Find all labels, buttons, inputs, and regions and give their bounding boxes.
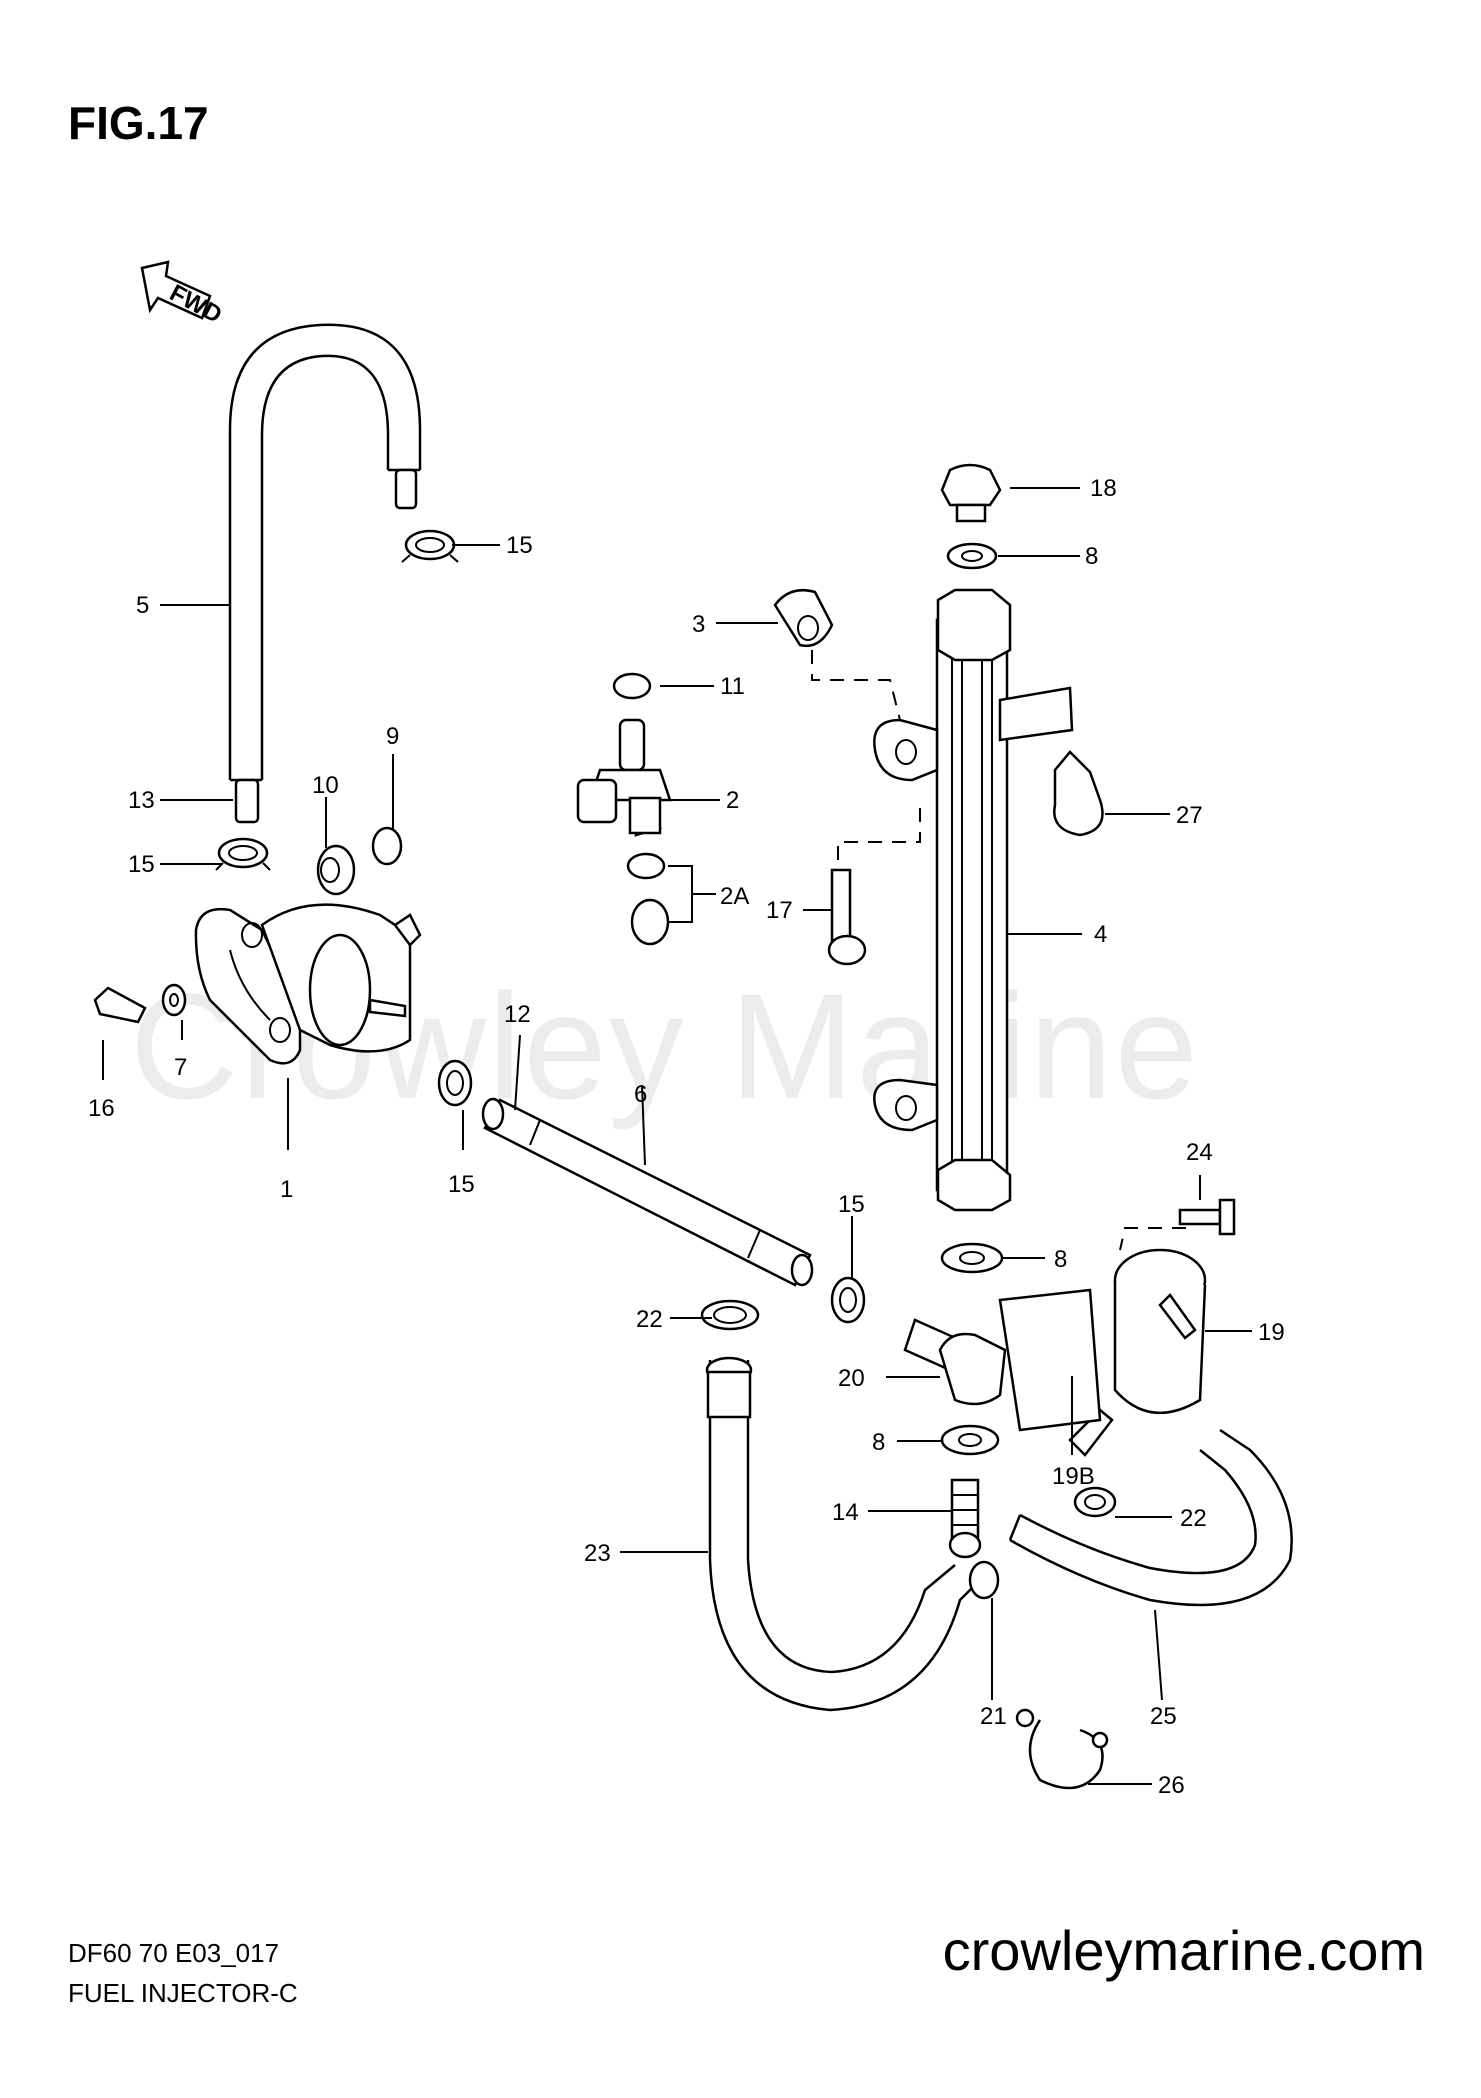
hose-clip-22a [700, 1299, 760, 1331]
dashed-guide-3 [811, 650, 901, 721]
diagram-code: DF60 70 E03_017 [68, 1938, 280, 1968]
cap-9 [371, 826, 403, 866]
callout-27: 27 [1176, 802, 1203, 829]
bolt-16 [93, 986, 147, 1024]
grommet-10 [316, 844, 356, 896]
leader-lines [102, 487, 1252, 1785]
callout-19: 19 [1258, 1319, 1285, 1346]
diagram-name: FUEL INJECTOR-C [68, 1978, 298, 2008]
callout-8-middle: 8 [1054, 1246, 1067, 1273]
washer-7 [161, 983, 187, 1017]
callout-20: 20 [838, 1365, 865, 1392]
callout-2: 2 [726, 787, 739, 814]
callout-9: 9 [386, 723, 399, 750]
pressure-regulator-19 [1068, 1248, 1207, 1457]
callout-4: 4 [1094, 921, 1107, 948]
callout-19b: 19B [1052, 1463, 1095, 1490]
callout-1: 1 [280, 1176, 293, 1203]
callout-15-middle: 15 [448, 1171, 475, 1198]
callout-21: 21 [980, 1703, 1007, 1730]
hose-clip-15a [401, 529, 459, 563]
hose-clip-22b [1073, 1486, 1117, 1518]
callout-26: 26 [1158, 1772, 1185, 1799]
callout-8-bottom: 8 [872, 1429, 885, 1456]
callout-10: 10 [312, 772, 339, 799]
clamp-27 [1053, 750, 1104, 837]
fwd-label: FWD [165, 279, 226, 328]
callout-23: 23 [584, 1540, 611, 1567]
callout-11: 11 [720, 673, 745, 700]
callout-15-top: 15 [506, 532, 533, 559]
hose-clip-15b [215, 837, 271, 871]
callout-7: 7 [174, 1054, 187, 1081]
callout-17: 17 [766, 897, 793, 924]
dashed-guide-24 [1119, 1227, 1186, 1251]
callout-2a: 2A [720, 883, 749, 910]
fuel-hose-5 [228, 323, 422, 824]
fuel-pump-1 [194, 903, 422, 1065]
plug-18 [940, 463, 1002, 523]
callout-22-left: 22 [636, 1306, 663, 1333]
fuel-hose-6 [481, 1097, 814, 1287]
hose-clip-15c [437, 1059, 473, 1107]
adapter-20 [903, 1288, 1102, 1432]
hose-clip-15d [830, 1276, 866, 1324]
union-bolt-14 [948, 1478, 982, 1559]
fuel-hose-25 [1008, 1428, 1293, 1607]
callout-12: 12 [504, 1001, 531, 1028]
washer-8-middle [940, 1242, 1004, 1274]
fuel-hose-23 [705, 1356, 991, 1712]
bolt-17 [827, 868, 867, 966]
callout-6: 6 [634, 1081, 647, 1108]
dashed-guide-17 [837, 800, 921, 860]
callout-22-right: 22 [1180, 1505, 1207, 1532]
seal-11 [612, 672, 652, 700]
callout-15-right: 15 [838, 1191, 865, 1218]
cap-3 [773, 588, 834, 648]
washer-8-top [946, 542, 998, 570]
clip-26 [1015, 1708, 1109, 1790]
figure-title: FIG.17 [68, 97, 209, 149]
fwd-arrow-icon: FWD [140, 260, 226, 329]
callout-18: 18 [1090, 475, 1117, 502]
fuel-rail-4 [873, 588, 1074, 1212]
callout-15-left: 15 [128, 851, 155, 878]
callout-3: 3 [692, 611, 705, 638]
website-label: crowleymarine.com [942, 1919, 1425, 1982]
bolt-24 [1178, 1198, 1236, 1236]
callout-8-top: 8 [1085, 543, 1098, 570]
washer-8-bottom [940, 1424, 1000, 1456]
callout-16: 16 [88, 1095, 115, 1122]
callout-14: 14 [832, 1499, 859, 1526]
callout-13: 13 [128, 787, 155, 814]
fuel-injector-2 [576, 718, 672, 837]
callout-5: 5 [136, 592, 149, 619]
callout-24: 24 [1186, 1139, 1213, 1166]
seal-2a [626, 852, 670, 946]
callout-25: 25 [1150, 1703, 1177, 1730]
hose-clip-21 [968, 1560, 1000, 1600]
